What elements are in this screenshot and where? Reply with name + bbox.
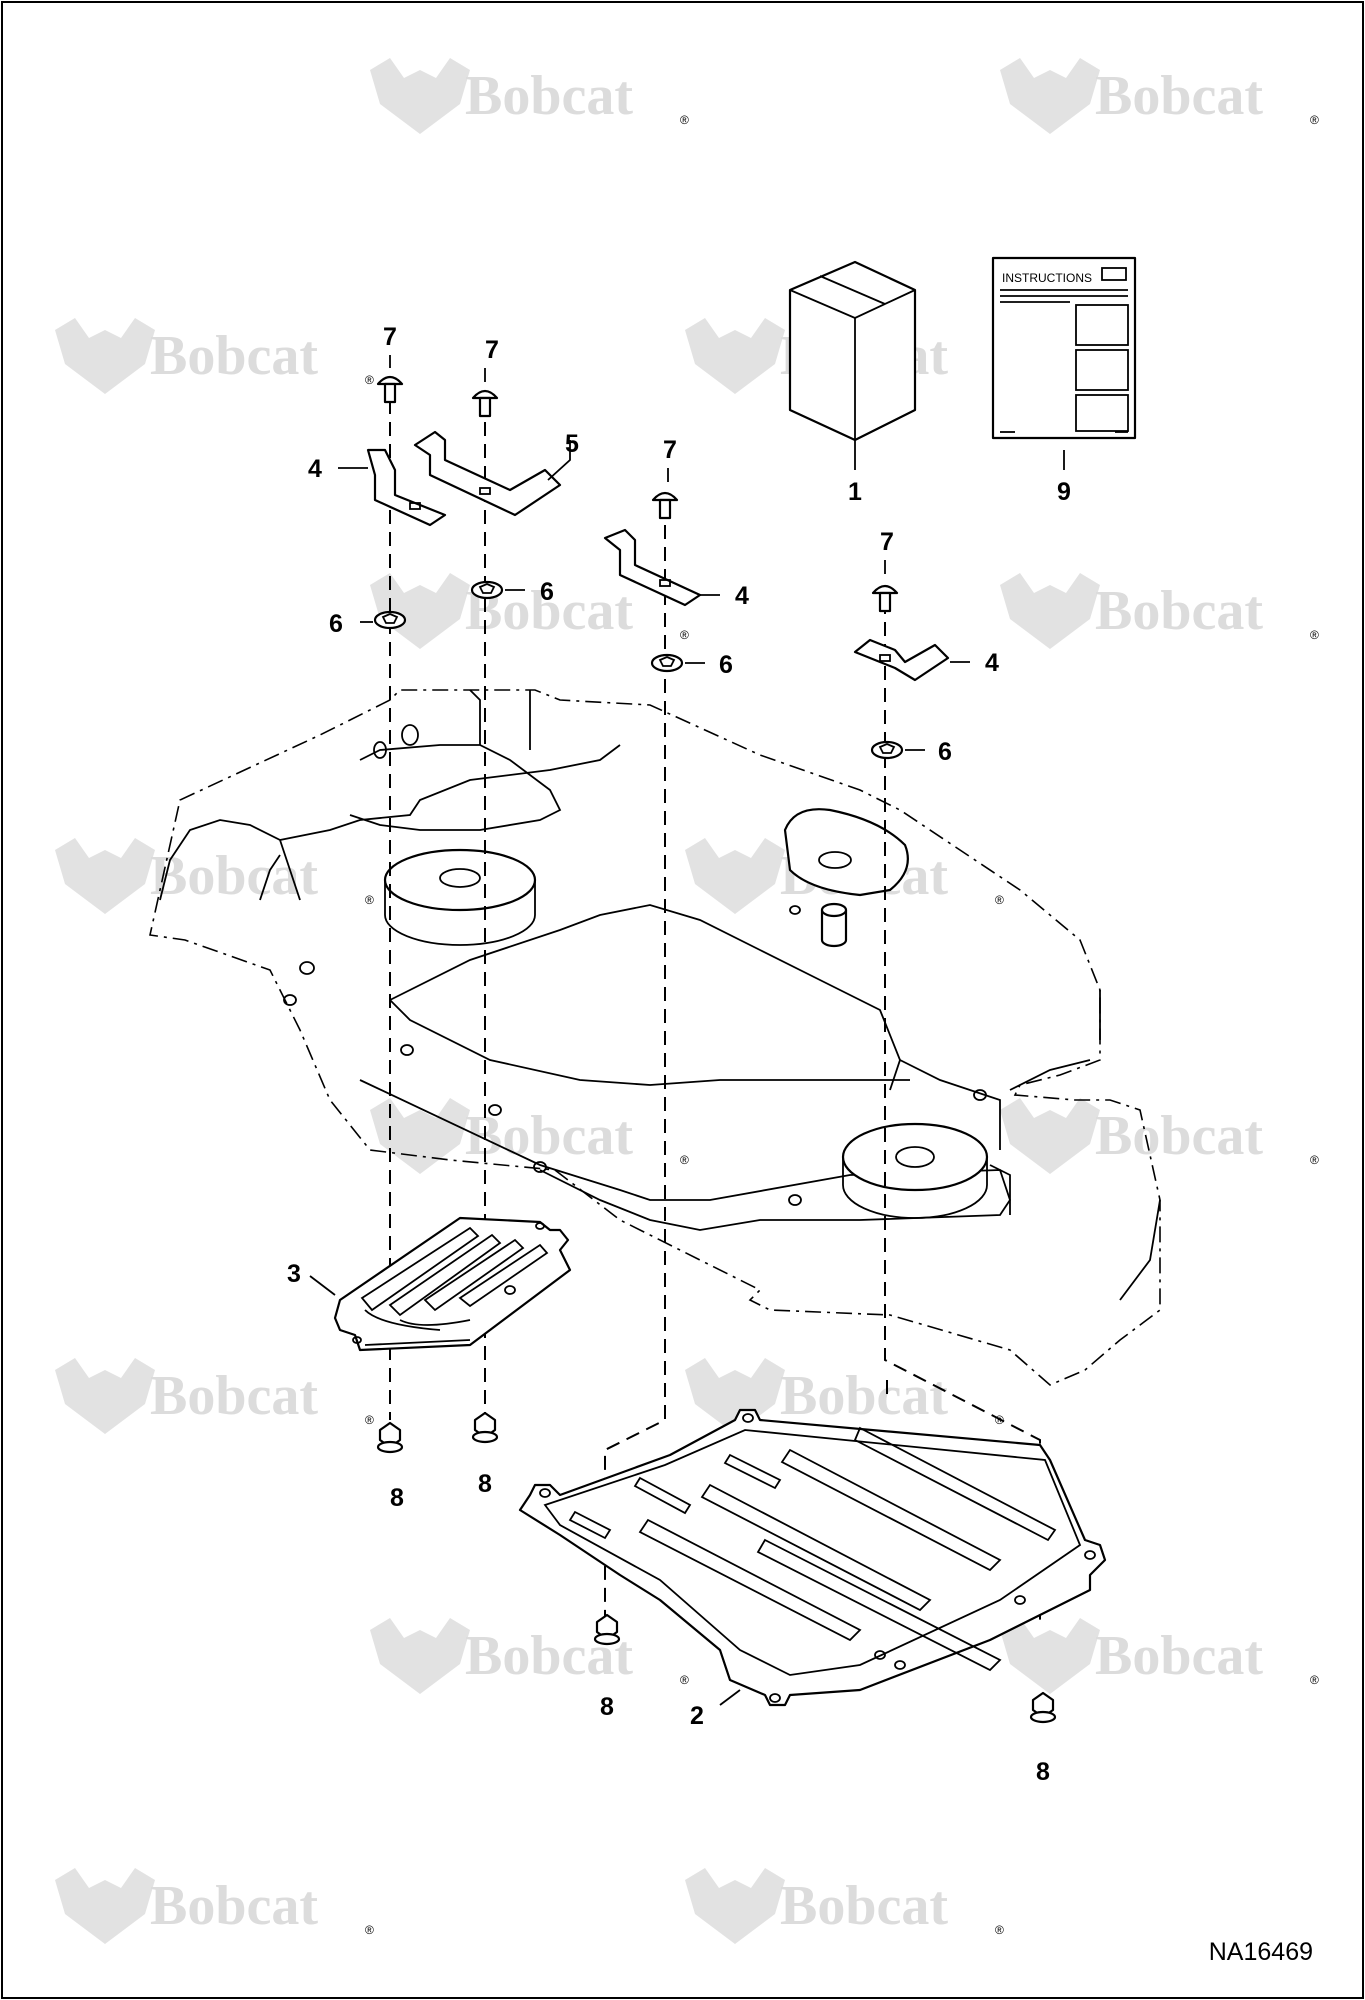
watermark: Bobcat ® [1000, 573, 1319, 649]
small-guard-plate [309, 1216, 572, 1352]
carriage-bolt [871, 560, 899, 613]
carriage-bolt [651, 468, 679, 520]
svg-text:®: ® [365, 893, 374, 907]
callout-2: 2 [690, 1702, 704, 1730]
svg-text:®: ® [1310, 628, 1319, 642]
svg-text:®: ® [1310, 113, 1319, 127]
svg-text:®: ® [680, 628, 689, 642]
svg-text:Bobcat: Bobcat [150, 325, 318, 387]
svg-text:®: ® [365, 1923, 374, 1937]
flange-nut [593, 1613, 621, 1646]
figure-id: NA16469 [1209, 1938, 1313, 1966]
watermark: Bobcat ® [685, 1868, 1004, 1944]
svg-text:®: ® [1310, 1153, 1319, 1167]
svg-text:Bobcat: Bobcat [150, 1365, 318, 1427]
svg-text:®: ® [995, 1923, 1004, 1937]
watermark: Bobcat ® [1000, 1618, 1319, 1694]
carriage-bolt [471, 368, 499, 418]
rubber-mount [841, 1122, 989, 1219]
rubber-mount [383, 848, 537, 946]
flange-nut [1029, 1691, 1057, 1724]
svg-text:Bobcat: Bobcat [465, 1105, 633, 1167]
large-guard-plate [518, 1408, 1107, 1707]
svg-text:Bobcat: Bobcat [780, 1875, 948, 1937]
callout-8: 8 [390, 1484, 404, 1512]
rubber-mount [783, 808, 909, 897]
bracket [338, 448, 447, 527]
watermark: Bobcat ® [370, 1098, 689, 1174]
svg-text:Bobcat: Bobcat [780, 1365, 948, 1427]
machine-frame-outline [149, 689, 1161, 1386]
watermark: Bobcat ® [55, 1358, 374, 1434]
lock-washer [360, 610, 407, 630]
svg-text:®: ® [1310, 1673, 1319, 1687]
lock-washer [470, 580, 525, 600]
callout-4: 4 [985, 649, 999, 677]
svg-text:Bobcat: Bobcat [1095, 1105, 1263, 1167]
parts-kit-box [788, 260, 917, 470]
callout-6: 6 [719, 651, 733, 679]
instructions-title: INSTRUCTIONS [1002, 271, 1092, 285]
callout-7: 7 [663, 436, 677, 464]
svg-text:®: ® [995, 893, 1004, 907]
callout-3: 3 [287, 1260, 301, 1288]
lock-washer [650, 653, 705, 673]
watermark: Bobcat ® [370, 58, 689, 134]
svg-text:Bobcat: Bobcat [465, 65, 633, 127]
instructions-sheet: INSTRUCTIONS [991, 256, 1137, 470]
watermark: Bobcat ® [685, 1358, 1004, 1434]
watermark: Bobcat ® [55, 1868, 374, 1944]
svg-text:®: ® [365, 1413, 374, 1427]
watermark: Bobcat ® [1000, 58, 1319, 134]
callout-6: 6 [329, 610, 343, 638]
spacer-pin [820, 902, 848, 948]
svg-text:®: ® [680, 1673, 689, 1687]
watermark: Bobcat ® [55, 318, 374, 394]
callout-8: 8 [1036, 1758, 1050, 1786]
callout-8: 8 [600, 1693, 614, 1721]
bracket [853, 638, 970, 682]
lock-washer [870, 740, 925, 760]
watermark: Bobcat ® [1000, 1098, 1319, 1174]
flange-nut [471, 1411, 499, 1444]
callout-4: 4 [735, 582, 749, 610]
callout-7: 7 [485, 336, 499, 364]
svg-text:Bobcat: Bobcat [1095, 1625, 1263, 1687]
callout-7: 7 [880, 528, 894, 556]
carriage-bolt [376, 355, 404, 404]
callout-9: 9 [1057, 478, 1071, 506]
callout-8: 8 [478, 1470, 492, 1498]
svg-text:Bobcat: Bobcat [1095, 65, 1263, 127]
callout-5: 5 [565, 430, 579, 458]
svg-text:®: ® [680, 113, 689, 127]
svg-text:Bobcat: Bobcat [1095, 580, 1263, 642]
callout-1: 1 [848, 478, 862, 506]
flange-nut [376, 1421, 404, 1454]
long-bracket [413, 430, 571, 517]
callout-6: 6 [938, 738, 952, 766]
callout-4: 4 [308, 455, 322, 483]
svg-text:®: ® [680, 1153, 689, 1167]
svg-text:®: ® [365, 373, 374, 387]
svg-text:Bobcat: Bobcat [150, 1875, 318, 1937]
svg-text:Bobcat: Bobcat [150, 845, 318, 907]
watermark: Bobcat ® [55, 838, 374, 914]
bracket [603, 528, 720, 607]
callout-7: 7 [383, 323, 397, 351]
callout-6: 6 [540, 578, 554, 606]
